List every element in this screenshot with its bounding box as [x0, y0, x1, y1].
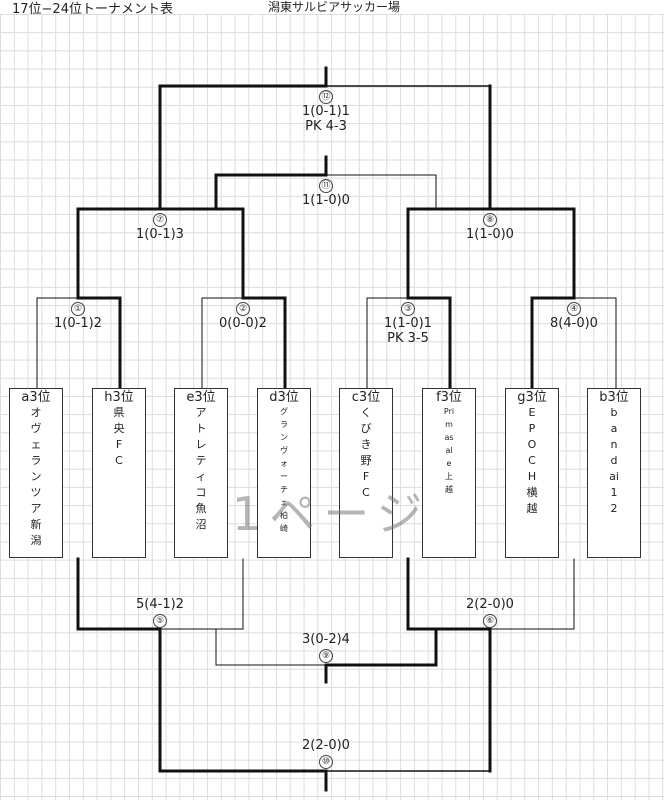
- match-score: 1(0-1)1: [302, 104, 350, 119]
- match-score: 3(0-2)4: [302, 632, 350, 647]
- team-box-e3: e3位 アトレティコ魚沼: [174, 388, 228, 558]
- match-9: 3(0-2)4 ⑨: [266, 632, 386, 663]
- bracket-line-m2-top-right: [241, 296, 287, 390]
- match-score: 1(1-0)1: [384, 316, 432, 331]
- match-score: 8(4-0)0: [550, 316, 598, 331]
- match-number: ③: [401, 302, 415, 316]
- match-number: ①: [71, 302, 85, 316]
- team-box-d3: d3位 グランヴォーチェ柏崎: [257, 388, 311, 558]
- match-number: ②: [236, 302, 250, 316]
- match-number: ④: [567, 302, 581, 316]
- team-box-b3: b3位 bandai12: [587, 388, 641, 558]
- match-score: 2(2-0)0: [466, 597, 514, 612]
- bracket-line-m4-right: [573, 297, 617, 389]
- bracket-line-m5-right: [159, 558, 244, 630]
- team-rank: b3位: [599, 390, 629, 405]
- match-score: 1(1-0)0: [466, 227, 514, 242]
- team-name: オヴェランツア新潟: [30, 406, 42, 547]
- venue-label: 潟東サルビアサッカー場: [268, 0, 401, 14]
- match-8: ⑧ 1(1-0)0: [430, 211, 550, 242]
- match-4: ④ 8(4-0)0: [514, 300, 634, 331]
- match-10: 2(2-0)0 ⑩: [266, 738, 386, 769]
- match-score: 1(0-1)2: [54, 316, 102, 331]
- team-rank: e3位: [186, 390, 216, 405]
- bracket-line-m1-top-right: [76, 296, 122, 390]
- match-number: ⑩: [319, 755, 333, 769]
- team-rank: g3位: [517, 390, 547, 405]
- match-number: ⑪: [319, 179, 333, 193]
- team-rank: a3位: [21, 390, 51, 405]
- team-name: Primasale上越: [443, 407, 455, 494]
- bracket-line-m4-left: [530, 296, 576, 390]
- match-number: ⑨: [319, 649, 333, 663]
- match-number: ⑦: [153, 213, 167, 227]
- team-rank: c3位: [351, 390, 381, 405]
- team-name: bandai12: [609, 406, 619, 515]
- team-name: グランヴォーチェ柏崎: [280, 407, 288, 533]
- match-score: 5(4-1)2: [136, 597, 184, 612]
- match-12: ⑫ 1(0-1)1 PK 4-3: [266, 88, 386, 134]
- bracket-line-m3-top-right: [406, 296, 452, 390]
- match-7: ⑦ 1(0-1)3: [100, 211, 220, 242]
- page-title: 17位−24位トーナメント表: [12, 2, 173, 17]
- match-pk: PK 4-3: [305, 119, 347, 134]
- team-name: くびき野FC: [360, 406, 372, 499]
- team-name: EPOCH横越: [526, 406, 538, 515]
- bracket-line-m6-right: [489, 558, 575, 630]
- team-box-c3: c3位 くびき野FC: [339, 388, 393, 558]
- match-number: ⑫: [319, 90, 333, 104]
- team-box-f3: f3位 Primasale上越: [422, 388, 476, 558]
- team-name: アトレティコ魚沼: [195, 406, 207, 531]
- match-pk: PK 3-5: [387, 331, 429, 346]
- match-1: ① 1(0-1)2: [18, 300, 138, 331]
- team-box-h3: h3位 県央FC: [92, 388, 146, 558]
- team-name: 県央FC: [113, 406, 125, 467]
- match-6: 2(2-0)0 ⑥: [430, 597, 550, 628]
- match-2: ② 0(0-0)2: [183, 300, 303, 331]
- team-box-a3: a3位 オヴェランツア新潟: [9, 388, 63, 558]
- team-box-g3: g3位 EPOCH横越: [505, 388, 559, 558]
- bracket-line-m5-left: [76, 557, 162, 631]
- match-score: 1(0-1)3: [136, 227, 184, 242]
- match-number: ⑥: [483, 614, 497, 628]
- match-score: 0(0-0)2: [219, 316, 267, 331]
- match-number: ⑤: [153, 614, 167, 628]
- team-rank: d3位: [269, 390, 299, 405]
- match-5: 5(4-1)2 ⑤: [100, 597, 220, 628]
- team-rank: f3位: [436, 390, 462, 405]
- match-3: ③ 1(1-0)1 PK 3-5: [348, 300, 468, 346]
- bracket-line-m6-left: [406, 557, 492, 631]
- match-number: ⑧: [483, 213, 497, 227]
- match-score: 2(2-0)0: [302, 738, 350, 753]
- header-band: [0, 0, 664, 14]
- match-score: 1(1-0)0: [302, 193, 350, 208]
- match-11: ⑪ 1(1-0)0: [266, 177, 386, 208]
- team-rank: h3位: [104, 390, 134, 405]
